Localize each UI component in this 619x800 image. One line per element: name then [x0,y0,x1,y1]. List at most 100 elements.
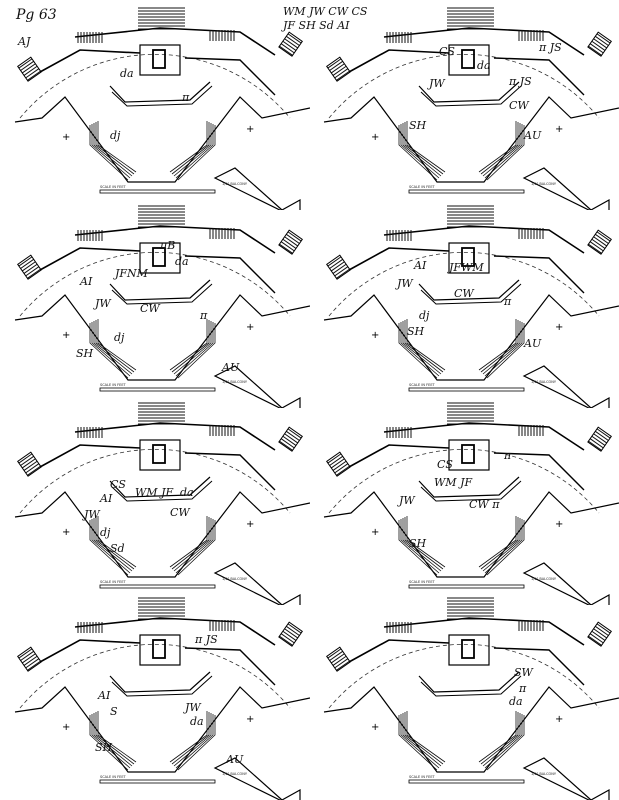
upper-stairs [447,597,494,620]
upper-stairs [138,402,185,425]
vom-left [326,254,351,280]
vom-right [278,426,303,452]
side-stair-left [77,427,103,438]
scale-bar [99,189,216,194]
vom-left [326,646,351,672]
door [152,49,166,69]
platform [448,242,490,274]
actor-position-label: SH [76,347,94,360]
actor-position-label: π [182,91,190,104]
actor-position-label: CW [509,99,529,112]
sightline-arc [19,53,291,119]
upper-stairs [138,7,185,30]
balcony-label: 1/2" BALCONY [222,380,248,384]
cast-header-line1: WM JW CW CS [283,5,368,18]
balcony-label: 1/2" BALCONY [222,577,248,581]
balcony-outline [213,562,301,605]
side-stair-left [77,230,103,241]
vom-left [326,451,351,477]
stage-plan: ++ [323,205,619,408]
actor-position-label: SH [95,741,113,754]
vom-left [17,56,42,82]
balcony-outline [522,167,610,210]
actor-position-label: AI [100,492,113,505]
actor-position-label: πB [160,239,176,252]
platform [139,634,181,666]
actor-position-label: dj [110,129,121,142]
actor-position-label: JFNM [115,267,148,280]
side-stair-right [209,228,235,239]
actor-position-label: CW [454,287,474,300]
scale-label: SCALE IN FEET [100,580,126,584]
svg-text:+: + [62,722,70,733]
actor-position-label: CW [170,506,190,519]
upper-stairs [447,7,494,30]
platform [448,439,490,471]
svg-text:+: + [246,519,254,530]
actor-position-label: JW [399,494,415,507]
stage-plan: ++ [14,597,310,800]
door [152,639,166,659]
balcony-label: 1/2" BALCONY [222,182,248,186]
actor-position-label: da [180,486,194,499]
side-stair-left [386,230,412,241]
scale-label: SCALE IN FEET [409,775,435,779]
actor-position-label: dj [114,331,125,344]
vom-right [587,426,612,452]
actor-position-label: CW [140,302,160,315]
side-stair-right [518,425,544,436]
stair-bands [398,319,525,379]
cast-header-line2: JF SH Sd AI [283,19,350,32]
platform [448,44,490,76]
balcony-outline [213,365,301,408]
actor-position-label: SH [409,119,427,132]
actor-position-label: JW [185,701,201,714]
scale-bar [408,779,525,784]
side-stair-left [77,622,103,633]
upper-stairs [447,205,494,228]
sightline-arc [19,448,291,514]
scale-bar [408,584,525,589]
vom-left [326,56,351,82]
scale-label: SCALE IN FEET [409,383,435,387]
stage-plan: ++ [323,597,619,800]
svg-text:+: + [246,124,254,135]
svg-text:+: + [62,527,70,538]
actor-position-label: JW [95,297,111,310]
side-stair-right [209,620,235,631]
upper-stairs [447,402,494,425]
door [461,247,475,267]
side-stair-left [386,622,412,633]
side-stair-left [77,32,103,43]
svg-text:+: + [371,330,379,341]
stage-plan: ++ [14,205,310,408]
svg-text:+: + [62,330,70,341]
actor-position-label: CS [437,458,453,471]
actor-position-label: π [504,449,512,462]
vom-right [278,31,303,57]
balcony-label: 1/2" BALCONY [531,772,557,776]
stair-bands [89,121,216,181]
actor-position-label: CW π [469,498,500,511]
actor-position-label: S [110,705,118,718]
side-stair-right [209,30,235,41]
actor-position-label: SW [514,666,533,679]
svg-text:+: + [555,714,563,725]
svg-text:+: + [555,124,563,135]
actor-position-label: π [519,682,527,695]
platform [448,634,490,666]
balcony-outline [213,167,301,210]
page-label: Pg 63 [16,7,57,23]
sightline-arc [19,251,291,317]
scale-label: SCALE IN FEET [100,775,126,779]
sightline-arc [328,53,600,119]
actor-position-label: WM JF [135,486,174,499]
scale-bar [99,387,216,392]
vom-right [278,621,303,647]
svg-text:+: + [555,519,563,530]
